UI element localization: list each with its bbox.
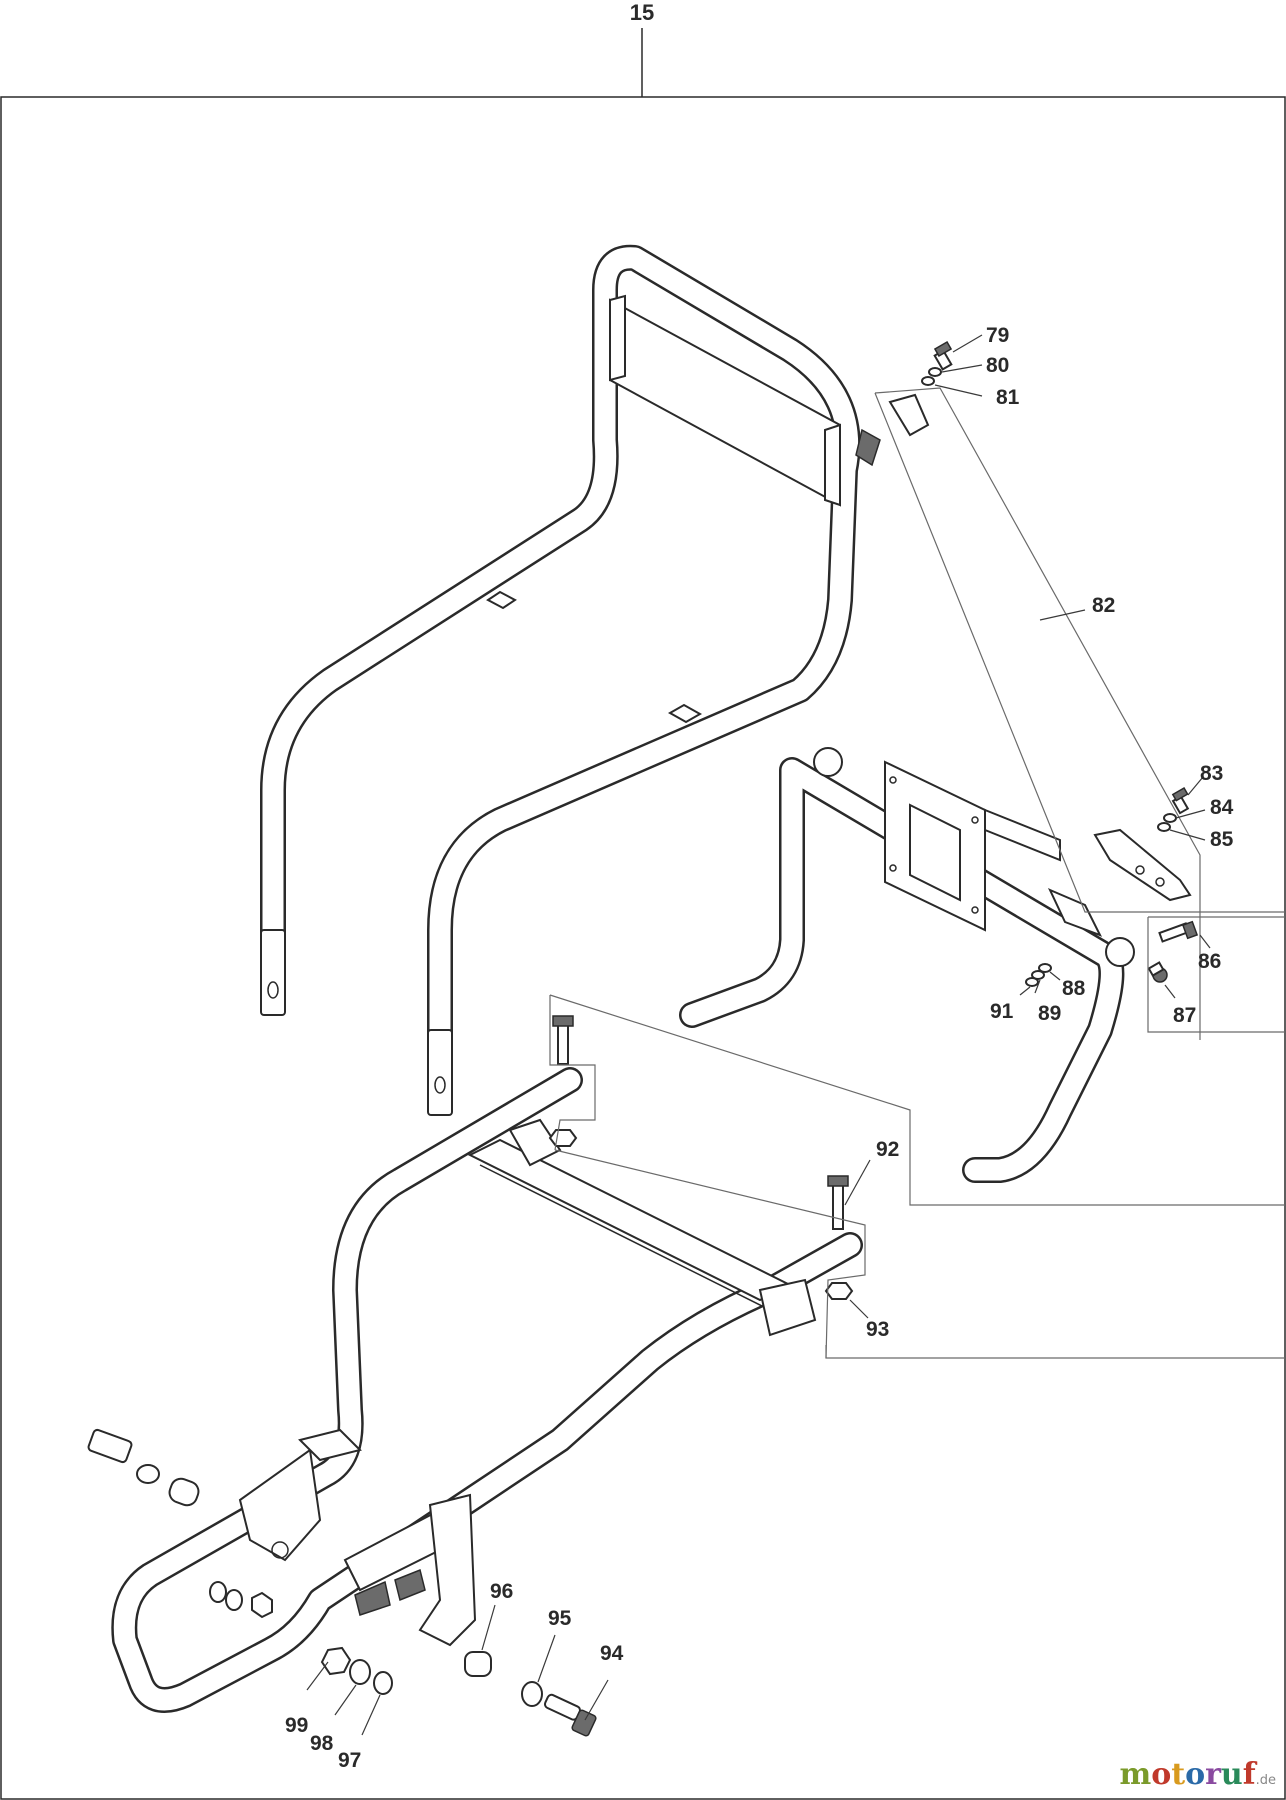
part-label-92: 92 bbox=[876, 1138, 899, 1161]
part-label-98: 98 bbox=[310, 1732, 334, 1755]
part-label-87: 87 bbox=[1173, 1004, 1196, 1027]
bolt-part-86 bbox=[1158, 920, 1199, 943]
bushing-part-96 bbox=[464, 1651, 492, 1677]
washer-part-80 bbox=[928, 367, 942, 377]
part-label-97: 97 bbox=[338, 1749, 361, 1772]
washer-part-88 bbox=[1038, 963, 1052, 973]
bolt-part-94 bbox=[543, 1693, 597, 1737]
latch-bracket-part-81 bbox=[888, 393, 930, 437]
part-label-94: 94 bbox=[600, 1642, 624, 1665]
part-label-99: 99 bbox=[285, 1714, 308, 1737]
part-labels: 79 80 81 82 83 84 85 86 87 88 89 91 92 9… bbox=[285, 324, 1234, 1772]
seat-latch-part-82 bbox=[1093, 828, 1192, 902]
washer-part-95 bbox=[521, 1681, 543, 1707]
washer-part-81a bbox=[921, 376, 935, 386]
bolt-part-92 bbox=[827, 1175, 849, 1230]
part-label-85: 85 bbox=[1210, 828, 1234, 851]
bolt-part-79 bbox=[933, 341, 953, 371]
screw-part-87 bbox=[1147, 961, 1168, 983]
part-label-93: 93 bbox=[866, 1318, 889, 1341]
assembly-label: 15 bbox=[630, 0, 654, 25]
nut-part-99 bbox=[320, 1646, 352, 1676]
washer-part-89 bbox=[1031, 970, 1045, 980]
part-label-86: 86 bbox=[1198, 950, 1221, 973]
washer-part-98 bbox=[349, 1659, 371, 1685]
diagram-frame bbox=[0, 96, 1286, 1800]
callout-lines bbox=[306, 334, 1285, 1736]
part-label-82: 82 bbox=[1092, 594, 1115, 617]
part-label-81: 81 bbox=[996, 386, 1020, 409]
part-label-96: 96 bbox=[490, 1580, 513, 1603]
seat-support-frame bbox=[679, 747, 1135, 1183]
part-label-89: 89 bbox=[1038, 1002, 1061, 1025]
part-label-83: 83 bbox=[1200, 762, 1223, 785]
bolt-part-83 bbox=[1171, 787, 1190, 815]
washer-part-85 bbox=[1157, 822, 1171, 832]
part-label-79: 79 bbox=[986, 324, 1009, 347]
washer-part-97 bbox=[373, 1671, 393, 1695]
upper-handle-frame bbox=[260, 244, 881, 1116]
part-label-95: 95 bbox=[548, 1607, 572, 1630]
washer-part-91 bbox=[1025, 977, 1039, 987]
washer-part-84 bbox=[1163, 813, 1177, 823]
lower-base-frame bbox=[111, 1067, 863, 1713]
hardware bbox=[87, 341, 1199, 1737]
part-label-91: 91 bbox=[990, 1000, 1014, 1023]
part-label-80: 80 bbox=[986, 354, 1009, 377]
part-label-88: 88 bbox=[1062, 977, 1086, 1000]
part-label-84: 84 bbox=[1210, 796, 1234, 819]
watermark-logo: motoruf.de bbox=[1119, 1757, 1276, 1792]
nut-part-93 bbox=[824, 1282, 854, 1300]
